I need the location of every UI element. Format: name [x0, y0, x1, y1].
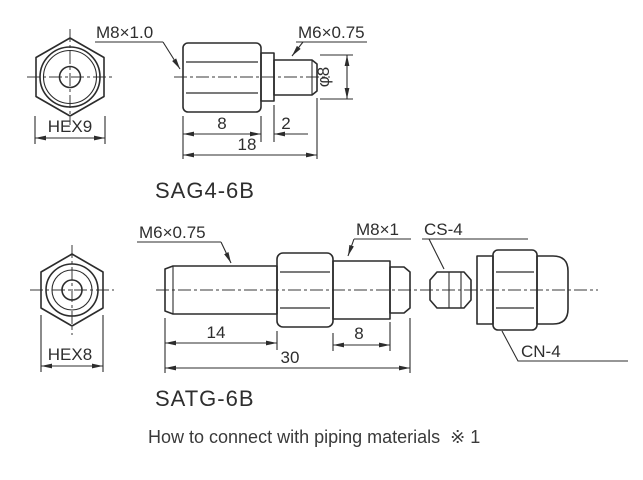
- satg-drawing: HEX8 M6×0.75: [30, 220, 628, 411]
- sag4-thread-left-label: M8×1.0: [96, 23, 153, 42]
- satg-end-view: [30, 245, 114, 335]
- satg-nut: [476, 249, 569, 331]
- satg-thread-left-label: M6×0.75: [139, 223, 206, 242]
- sag4-drawing: HEX9 M8×1.0 M6×0.75: [27, 23, 367, 203]
- satg-length-dimensions: 14 8 30: [164, 318, 411, 373]
- sag4-diameter-dimension: φ8: [314, 54, 353, 100]
- satg-dim-rod: 14: [207, 323, 226, 342]
- satg-sleeve: [429, 271, 472, 309]
- satg-nut-callout: CN-4: [501, 330, 628, 362]
- sag4-dim-collar: 2: [281, 114, 290, 133]
- page-caption: How to connect with piping materials ※ 1: [148, 427, 480, 447]
- sag4-thread-right-label: M6×0.75: [298, 23, 365, 42]
- sag4-dim-total: 18: [238, 135, 257, 154]
- sag4-dim-body: 8: [217, 114, 226, 133]
- sag4-thread-right-callout: M6×0.75: [291, 23, 367, 57]
- satg-thread-right-callout: M8×1: [347, 220, 411, 257]
- satg-title: SATG-6B: [155, 386, 255, 411]
- satg-dim-thread: 8: [354, 324, 363, 343]
- satg-dim-total: 30: [281, 348, 300, 367]
- satg-thread-right-label: M8×1: [356, 220, 399, 239]
- satg-thread-left-callout: M6×0.75: [137, 223, 232, 264]
- satg-sleeve-callout: CS-4: [422, 220, 528, 270]
- satg-sleeve-label: CS-4: [424, 220, 463, 239]
- satg-side-view: [156, 252, 598, 328]
- sag4-hex-label: HEX9: [48, 117, 92, 136]
- sag4-thread-left-callout: M8×1.0: [95, 23, 181, 70]
- satg-nut-label: CN-4: [521, 342, 561, 361]
- sag4-title: SAG4-6B: [155, 178, 255, 203]
- sag4-length-dimensions: 8 2 18: [182, 98, 318, 159]
- sag4-hex-dimension: HEX9: [34, 116, 106, 144]
- sag4-side-view: [174, 42, 330, 113]
- satg-hex-dimension: HEX8: [40, 315, 104, 372]
- sag4-end-view: [27, 29, 113, 125]
- sag4-diameter-label: φ8: [314, 67, 333, 87]
- satg-hex-label: HEX8: [48, 345, 92, 364]
